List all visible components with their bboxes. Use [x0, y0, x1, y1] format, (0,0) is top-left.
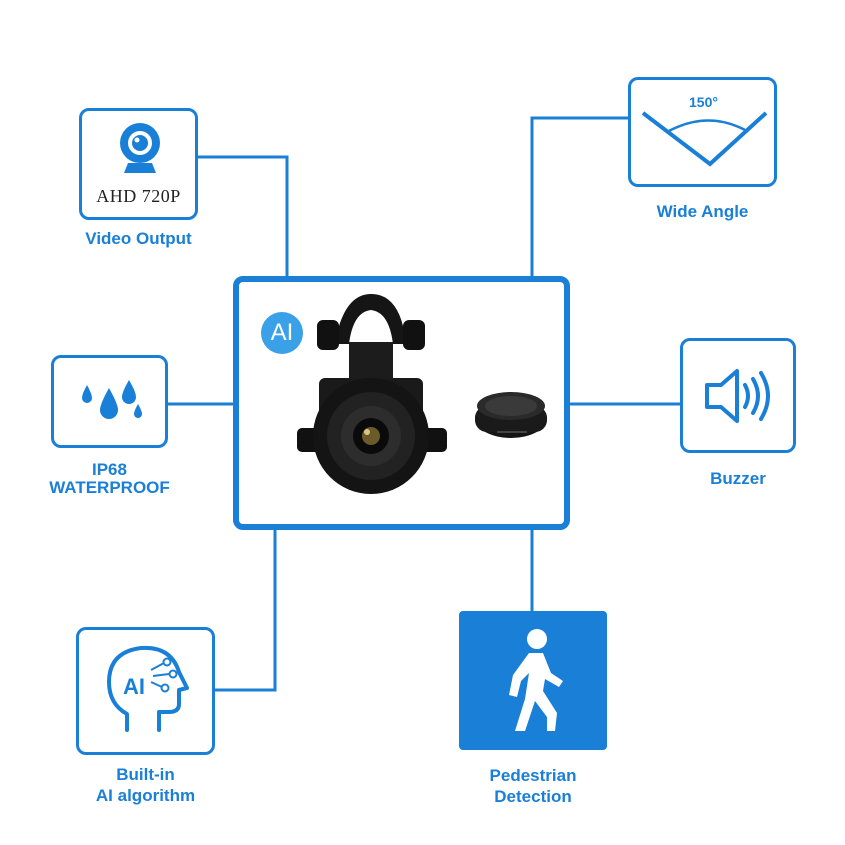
camera-product-image	[297, 294, 547, 494]
svg-text:AI: AI	[123, 674, 145, 699]
video-output-card: AHD 720P	[79, 108, 198, 220]
pedestrian-card	[459, 611, 607, 750]
waterproof-label-line1: IP68	[92, 460, 127, 479]
ai-head-icon: AI	[107, 645, 189, 732]
pedestrian-label-line1: Pedestrian	[489, 766, 577, 785]
pedestrian-icon	[509, 629, 563, 731]
ai-algorithm-label-line2: AI algorithm	[95, 786, 196, 805]
ai-algorithm-card: AI	[76, 627, 215, 755]
ai-badge: AI	[261, 312, 303, 354]
video-output-label: Video Output	[85, 229, 192, 248]
wide-angle-card: 150°	[628, 77, 777, 187]
connector-video-output	[198, 155, 289, 276]
angle-value: 150°	[689, 94, 718, 110]
waterproof-label-line2: WATERPROOF	[49, 478, 170, 497]
ahd-720p-text: AHD 720P	[96, 186, 181, 206]
water-drops-icon	[82, 380, 142, 419]
wide-angle-label: Wide Angle	[656, 202, 749, 221]
connector-wide-angle	[530, 116, 628, 276]
speaker-icon	[705, 369, 770, 423]
pedestrian-label-line2: Detection	[494, 787, 572, 806]
webcam-icon	[120, 123, 160, 173]
product-image-box: AI	[233, 276, 570, 530]
waterproof-card	[51, 355, 168, 448]
buzzer-label: Buzzer	[710, 469, 766, 488]
wide-angle-icon	[641, 111, 768, 167]
buzzer-card	[680, 338, 796, 453]
ai-algorithm-label-line1: Built-in	[116, 765, 175, 784]
connector-ai-algorithm	[215, 530, 277, 692]
